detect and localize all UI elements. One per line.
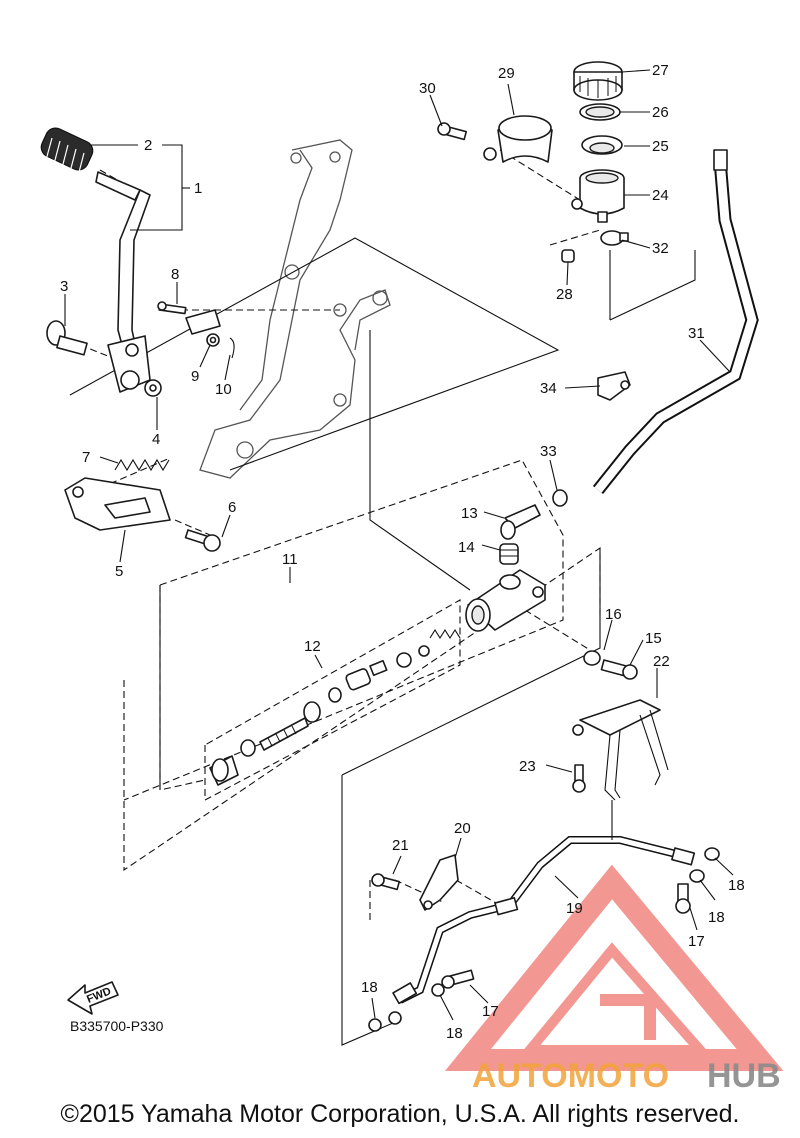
return-spring — [114, 458, 170, 472]
bolt-21 — [371, 873, 401, 891]
callout-16: 16 — [605, 606, 622, 623]
callout-3: 3 — [60, 278, 68, 295]
brake-hose-19 — [388, 800, 696, 1025]
callout-26: 26 — [652, 104, 669, 121]
grommet-28 — [561, 249, 575, 263]
callout-12: 12 — [304, 638, 321, 655]
hose-clip-33 — [552, 489, 568, 507]
callout-10: 10 — [215, 381, 232, 398]
watermark-text-automoto: AUTOMOTO — [472, 1057, 669, 1095]
callout-8: 8 — [171, 266, 179, 283]
callout-13: 13 — [461, 505, 478, 522]
callout-23: 23 — [519, 758, 536, 775]
callout-30: 30 — [419, 80, 436, 97]
callout-14: 14 — [458, 539, 475, 556]
callout-labels: 1 2 3 4 5 6 7 8 9 10 11 12 13 14 15 16 1… — [60, 62, 745, 1042]
hose-guide-22 — [572, 699, 669, 801]
copyright-notice: ©2015 Yamaha Motor Corporation, U.S.A. A… — [60, 1100, 740, 1128]
hose-joint-13 — [500, 504, 541, 540]
pivot-bolt — [46, 320, 88, 356]
assembly-outlines — [69, 237, 696, 1046]
callout-28: 28 — [556, 286, 573, 303]
kit-parts — [209, 628, 461, 786]
alignment-lines — [79, 149, 601, 920]
callout-5: 5 — [115, 563, 123, 580]
callout-18a: 18 — [728, 877, 745, 894]
diaphragm — [581, 135, 623, 155]
callout-24: 24 — [652, 187, 669, 204]
watermark-text-hub: HUB — [707, 1057, 781, 1095]
reservoir-hose — [592, 149, 759, 495]
hose-clamp-32 — [600, 230, 629, 246]
washer-16 — [583, 650, 601, 666]
hose-guide-20 — [419, 854, 459, 911]
bolt-6 — [184, 529, 221, 552]
callout-18c: 18 — [446, 1025, 463, 1042]
callout-18b: 18 — [708, 909, 725, 926]
pin-8 — [157, 301, 187, 315]
reference-code: B335700-P330 — [70, 1018, 164, 1034]
callout-7: 7 — [82, 449, 90, 466]
clevis — [185, 309, 221, 335]
callout-22: 22 — [653, 653, 670, 670]
frame-bracket — [199, 139, 391, 479]
callout-21: 21 — [392, 837, 409, 854]
callout-20: 20 — [454, 820, 471, 837]
callout-2: 2 — [144, 137, 152, 154]
watermark-logo — [444, 864, 784, 1071]
callout-29: 29 — [498, 65, 515, 82]
callout-11: 11 — [282, 551, 298, 568]
master-cylinder-body — [465, 569, 546, 632]
callout-34: 34 — [540, 380, 557, 397]
callout-27: 27 — [652, 62, 669, 79]
reservoir-tank — [571, 169, 625, 223]
spring-plate — [64, 477, 171, 531]
cap-plate — [579, 103, 621, 121]
reservoir-cap — [573, 61, 623, 101]
cotter-pin — [229, 337, 235, 359]
leader-lines — [64, 69, 734, 1021]
callout-9: 9 — [191, 368, 199, 385]
grommet-14 — [499, 543, 519, 565]
callout-18d: 18 — [361, 979, 378, 996]
callout-4: 4 — [152, 431, 160, 448]
callout-17b: 17 — [482, 1003, 499, 1020]
callout-17a: 17 — [688, 933, 705, 950]
bolt-15 — [600, 659, 638, 680]
callout-15: 15 — [645, 630, 662, 647]
callout-32: 32 — [652, 240, 669, 257]
callout-31: 31 — [688, 325, 705, 342]
bolt-23 — [572, 764, 586, 793]
callout-25: 25 — [652, 138, 669, 155]
hose-clamp-34 — [597, 371, 631, 401]
union-bolt-17 — [441, 883, 691, 989]
reservoir-holder — [483, 115, 553, 163]
copper-washers-18 — [368, 847, 720, 1032]
callout-1: 1 — [194, 180, 202, 197]
fwd-arrow-icon: FWD — [67, 981, 119, 1015]
callout-33: 33 — [540, 443, 557, 460]
holder-screw — [437, 122, 468, 141]
callout-19: 19 — [566, 900, 583, 917]
brake-pedal — [40, 127, 151, 393]
callout-6: 6 — [228, 499, 236, 516]
